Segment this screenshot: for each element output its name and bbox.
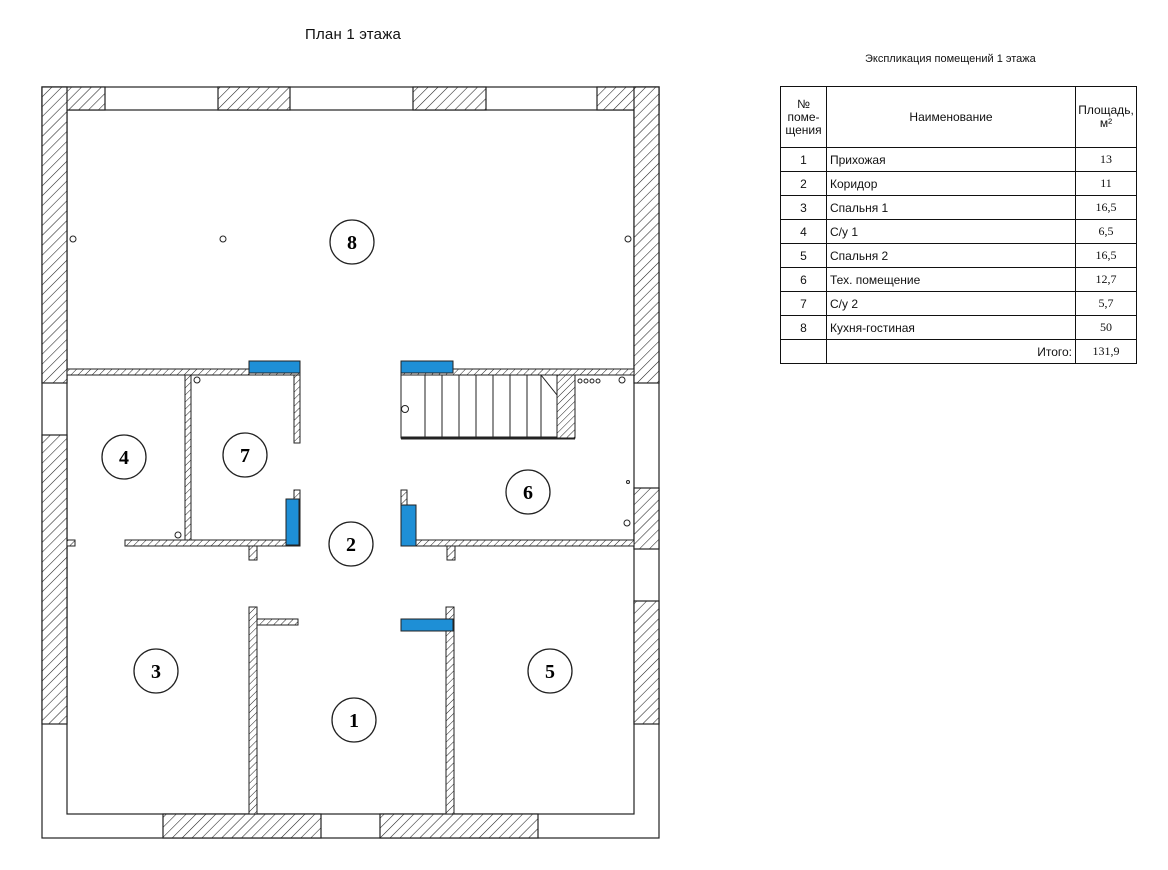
room-marker-7: 7: [222, 432, 268, 478]
svg-text:4: 4: [119, 447, 129, 469]
room-marker-8: 8: [329, 219, 375, 265]
table-row: 5 Спальня 2 16,5: [780, 243, 1137, 268]
svg-text:8: 8: [347, 232, 357, 254]
room-markers: 8 4 7 6 2 3 5 1: [101, 219, 573, 743]
svg-text:7: 7: [240, 445, 250, 467]
table-header-row: № поме- щения Наименование Площадь, м²: [780, 86, 1137, 148]
room-marker-6: 6: [505, 469, 551, 515]
row-num: 6: [780, 267, 827, 292]
row-name: Спальня 1: [826, 195, 1076, 220]
row-name: Прихожая: [826, 147, 1076, 172]
table-row: 4 С/у 1 6,5: [780, 219, 1137, 244]
row-area: 16,5: [1075, 195, 1137, 220]
row-area: 5,7: [1075, 291, 1137, 316]
plan-title: План 1 этажа: [305, 26, 401, 43]
row-name: С/у 2: [826, 291, 1076, 316]
table-title: Экспликация помещений 1 этажа: [865, 53, 1036, 65]
row-area: 6,5: [1075, 219, 1137, 244]
table-row: 2 Коридор 11: [780, 171, 1137, 196]
room-marker-4: 4: [101, 434, 147, 480]
svg-text:3: 3: [151, 661, 161, 683]
table-row: 7 С/у 2 5,7: [780, 291, 1137, 316]
row-name: Тех. помещение: [826, 267, 1076, 292]
room-marker-2: 2: [328, 521, 374, 567]
row-area: 11: [1075, 171, 1137, 196]
room-marker-1: 1: [331, 697, 377, 743]
row-num: 7: [780, 291, 827, 316]
door-stair: [400, 360, 454, 374]
header-room-area: Площадь, м²: [1075, 86, 1137, 148]
header-room-number: № поме- щения: [780, 86, 827, 148]
staircase: [400, 374, 576, 440]
row-num: 3: [780, 195, 827, 220]
total-empty-cell: [780, 339, 827, 364]
row-area: 12,7: [1075, 267, 1137, 292]
room-marker-3: 3: [133, 648, 179, 694]
door-bathroom-7: [248, 360, 301, 374]
total-value: 131,9: [1075, 339, 1137, 364]
row-num: 8: [780, 315, 827, 340]
exterior-wall-segments: [41, 86, 660, 839]
row-num: 2: [780, 171, 827, 196]
row-num: 1: [780, 147, 827, 172]
table-row: 8 Кухня-гостиная 50: [780, 315, 1137, 340]
table-row: 1 Прихожая 13: [780, 147, 1137, 172]
door-tech-room: [400, 504, 417, 547]
svg-text:2: 2: [346, 534, 356, 556]
total-label: Итого:: [826, 339, 1076, 364]
table-row: 6 Тех. помещение 12,7: [780, 267, 1137, 292]
interior-walls: [66, 368, 635, 815]
row-name: Спальня 2: [826, 243, 1076, 268]
room-explication-table: № поме- щения Наименование Площадь, м² 1…: [780, 86, 1137, 364]
door-corridor-left: [285, 498, 300, 546]
table-total-row: Итого: 131,9: [780, 339, 1137, 364]
svg-text:6: 6: [523, 482, 533, 504]
svg-text:1: 1: [349, 710, 359, 732]
row-num: 4: [780, 219, 827, 244]
row-name: Коридор: [826, 171, 1076, 196]
row-area: 50: [1075, 315, 1137, 340]
fixtures: [69, 235, 632, 539]
doors: [248, 360, 454, 632]
row-area: 16,5: [1075, 243, 1137, 268]
row-area: 13: [1075, 147, 1137, 172]
door-bedroom-2: [400, 618, 454, 632]
row-name: С/у 1: [826, 219, 1076, 244]
table-row: 3 Спальня 1 16,5: [780, 195, 1137, 220]
svg-text:5: 5: [545, 661, 555, 683]
room-marker-5: 5: [527, 648, 573, 694]
row-num: 5: [780, 243, 827, 268]
header-room-name: Наименование: [826, 86, 1076, 148]
row-name: Кухня-гостиная: [826, 315, 1076, 340]
